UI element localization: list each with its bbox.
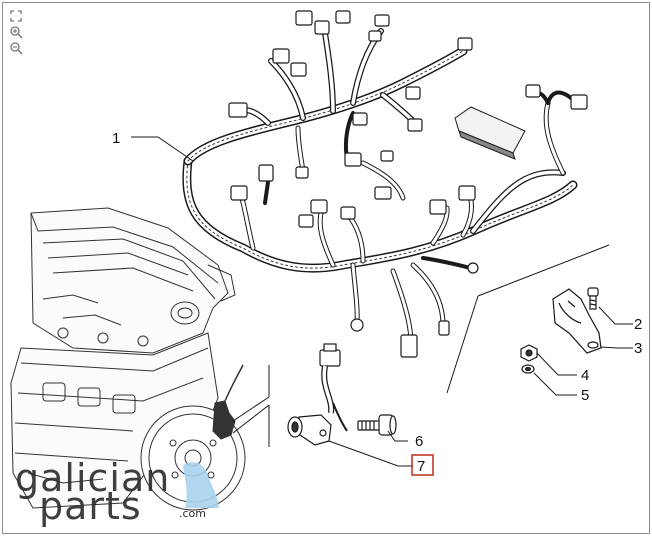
rpm-sensor-part-7 — [287, 343, 348, 446]
callout-numbers: 1 2 3 4 5 6 7 — [112, 130, 642, 476]
watermark-domain: .com — [179, 507, 206, 520]
callout-1: 1 — [112, 130, 120, 147]
callout-5: 5 — [581, 387, 589, 404]
galicianparts-watermark: galician parts .com — [15, 456, 219, 528]
callout-leaders — [131, 136, 633, 467]
sensor-leader-lines — [232, 365, 270, 447]
washer-part-5 — [521, 364, 535, 374]
screw-part-2 — [587, 287, 599, 310]
parts-diagram: 1 2 3 4 5 6 7 galician parts .com — [10, 10, 642, 528]
engine-block-illustration — [10, 207, 246, 511]
callout-3: 3 — [634, 340, 642, 357]
fit-page-icon[interactable] — [9, 9, 23, 23]
galicia-map-icon — [183, 462, 219, 508]
nut-part-4 — [520, 344, 538, 362]
ecu-module — [454, 106, 526, 160]
bolt-part-6 — [357, 414, 397, 436]
zoom-in-icon[interactable] — [9, 25, 23, 39]
zoom-out-icon[interactable] — [9, 41, 23, 55]
callout-7[interactable]: 7 — [417, 458, 425, 475]
wiring-harness — [182, 28, 578, 346]
callout-7-highlight-box[interactable] — [411, 454, 434, 476]
callout-2: 2 — [634, 316, 642, 333]
separator-lines — [446, 244, 610, 394]
callout-4: 4 — [581, 367, 589, 384]
bracket-part-3 — [552, 288, 602, 354]
watermark-line-2: parts — [39, 484, 142, 528]
harness-connectors — [228, 10, 588, 358]
callout-6: 6 — [415, 433, 423, 450]
watermark-line-1: galician — [15, 456, 170, 500]
